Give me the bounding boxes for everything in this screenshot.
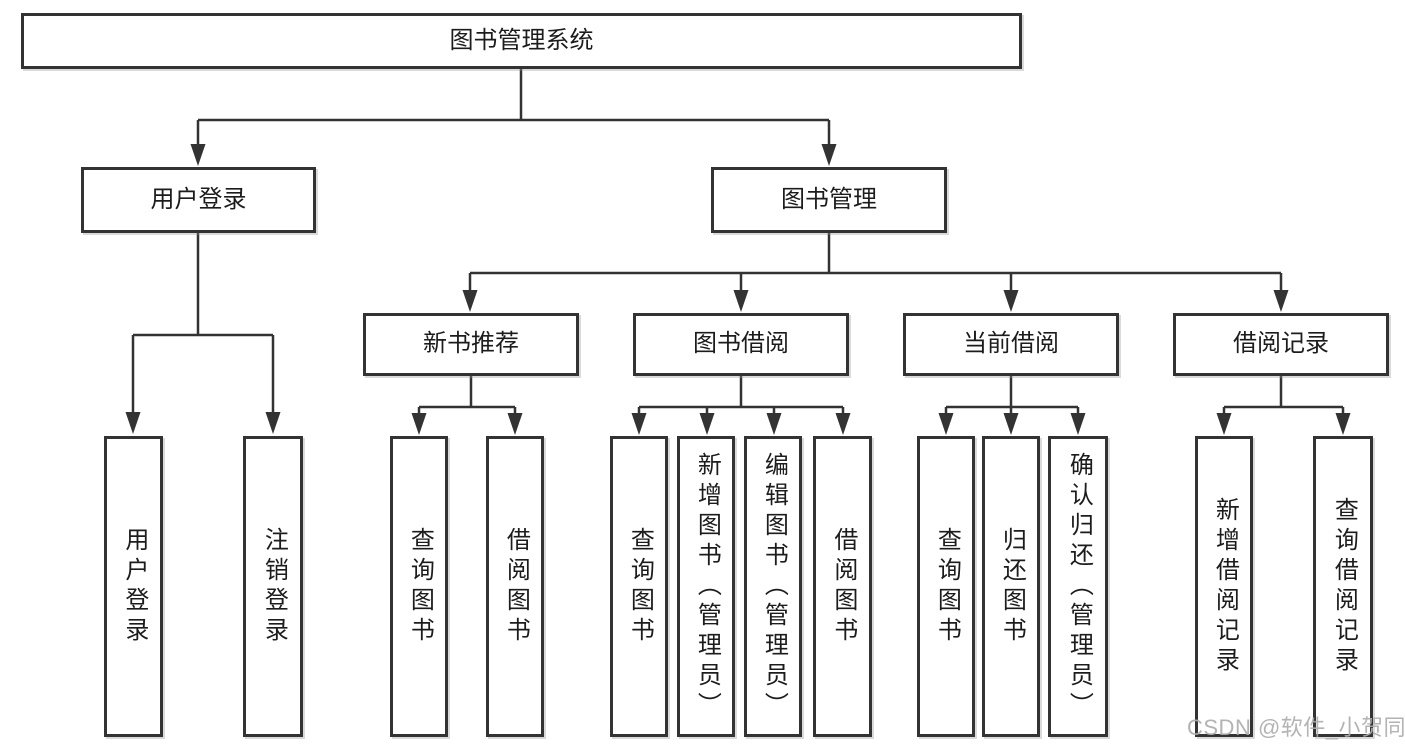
node-library-system: 图书管理系统 xyxy=(21,13,1022,69)
node-new-book-recommend: 新书推荐 xyxy=(363,313,579,376)
node-logout: 注销登录 xyxy=(243,436,303,737)
node-book-management: 图书管理 xyxy=(711,167,947,233)
node-borrow-books-recommend: 借阅图书 xyxy=(486,436,544,737)
node-current-borrowing: 当前借阅 xyxy=(903,313,1119,376)
connector-path xyxy=(131,69,1345,416)
node-borrow-books-borrow: 借阅图书 xyxy=(813,436,872,737)
node-return-book: 归还图书 xyxy=(982,436,1040,737)
node-add-borrow-record: 新增借阅记录 xyxy=(1195,436,1253,737)
node-edit-book-admin: 编辑图书（管理员） xyxy=(744,436,802,737)
node-query-borrow-record: 查询借阅记录 xyxy=(1313,436,1373,737)
node-book-borrowing: 图书借阅 xyxy=(633,313,849,376)
node-confirm-return-admin: 确认归还（管理员） xyxy=(1048,436,1108,737)
watermark: CSDN @软件_小贺同学 xyxy=(1187,715,1405,740)
node-user-login-leaf: 用户登录 xyxy=(104,436,163,737)
node-borrowing-records: 借阅记录 xyxy=(1173,313,1389,376)
node-query-books-borrow: 查询图书 xyxy=(610,436,668,737)
node-query-books-recommend: 查询图书 xyxy=(390,436,448,737)
node-user-login: 用户登录 xyxy=(81,167,316,233)
node-add-book-admin: 新增图书（管理员） xyxy=(677,436,735,737)
node-query-books-current: 查询图书 xyxy=(917,436,975,737)
arrowheads xyxy=(125,144,1351,435)
